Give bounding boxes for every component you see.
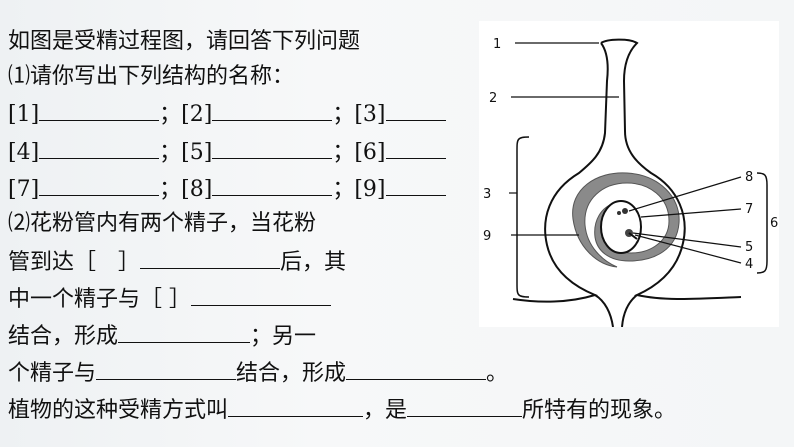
question-2-line-5: 个精子与 结合，形成 。: [8, 359, 508, 387]
text-segment: 中一个精子与［ ］: [8, 287, 191, 312]
label-7: 7: [745, 202, 753, 217]
text-segment: 植物的这种受精方式叫: [8, 398, 229, 423]
question-2-line-4: 结合，形成 ；另一: [8, 322, 316, 350]
label-3: 3: [483, 187, 491, 202]
answer-blank[interactable]: [96, 359, 237, 380]
blank-label: ；[5]: [159, 140, 213, 165]
fertilization-diagram: 1 2 3 9 8 7 5 4 6: [479, 21, 779, 327]
text-segment: ；另一: [250, 324, 317, 349]
label-8: 8: [745, 170, 753, 185]
label-9: 9: [483, 229, 491, 244]
leader-line-7: [640, 208, 742, 218]
answer-blank[interactable]: [385, 138, 446, 159]
blank-label: ；[6]: [332, 140, 386, 165]
pistil-svg: 1 2 3 9 8 7 5 4 6: [483, 37, 778, 327]
polar-nuclei: [622, 208, 628, 214]
bracket-3: [516, 136, 530, 298]
blank-label: ；[9]: [332, 177, 386, 202]
answer-blank[interactable]: [118, 322, 251, 343]
label-2: 2: [489, 91, 497, 106]
bracket-6: [756, 172, 768, 274]
text-segment: 所特有的现象。: [522, 398, 677, 423]
blank-label: ；[8]: [159, 177, 213, 202]
label-1: 1: [493, 37, 501, 52]
answer-blank[interactable]: [385, 175, 446, 196]
pollen-tube-tip: [628, 232, 638, 240]
answer-blank[interactable]: [191, 285, 331, 306]
question-2-line-1: ⑵花粉管内有两个精子，当花粉: [8, 211, 317, 236]
answer-blank[interactable]: [228, 396, 364, 417]
question-3: 植物的这种受精方式叫 ，是 所特有的现象。: [8, 396, 676, 424]
answer-blank[interactable]: [39, 175, 160, 196]
answer-blank[interactable]: [39, 138, 160, 159]
leader-line-5: [632, 232, 742, 248]
text-segment: 结合，形成: [8, 324, 119, 349]
question-2-line-2: 管到达［ ］ 后，其: [8, 248, 346, 276]
embryo-sac: [600, 200, 642, 254]
blanks-row-2: [4] ；[5] ；[6]: [8, 138, 446, 166]
label-6: 6: [770, 216, 778, 231]
blanks-row-3: [7] ；[8] ；[9]: [8, 175, 446, 203]
answer-blank[interactable]: [346, 359, 487, 380]
text-segment: 管到达［ ］: [8, 250, 141, 275]
answer-blank[interactable]: [407, 396, 523, 417]
text-segment: 后，其: [280, 250, 347, 275]
answer-blank[interactable]: [212, 175, 333, 196]
blank-label: ；[3]: [332, 102, 386, 127]
answer-blank[interactable]: [39, 100, 160, 121]
question-title: 如图是受精过程图，请回答下列问题: [8, 29, 361, 54]
blank-label: [1]: [8, 102, 40, 127]
question-1: ⑴请你写出下列结构的名称：: [8, 64, 295, 89]
blank-label: [4]: [8, 140, 40, 165]
text-segment: 个精子与: [8, 361, 97, 386]
leader-line-4: [634, 234, 742, 264]
label-4: 4: [745, 257, 753, 272]
pistil-outline: [512, 38, 742, 303]
question-2-line-3: 中一个精子与［ ］: [8, 285, 331, 313]
text-segment: 结合，形成: [236, 361, 347, 386]
leader-line-8: [628, 176, 742, 212]
answer-blank[interactable]: [140, 248, 281, 269]
blanks-row-1: [1] ；[2] ；[3]: [8, 100, 446, 128]
polar-nuclei: [617, 211, 621, 215]
text-segment: 。: [486, 361, 509, 386]
receptacle-stem: [594, 294, 638, 327]
blank-label: [7]: [8, 177, 40, 202]
blank-label: ；[2]: [159, 102, 213, 127]
answer-blank[interactable]: [212, 138, 333, 159]
text-segment: ，是: [363, 398, 408, 423]
answer-blank[interactable]: [385, 100, 446, 121]
label-5: 5: [745, 240, 753, 255]
answer-blank[interactable]: [212, 100, 333, 121]
